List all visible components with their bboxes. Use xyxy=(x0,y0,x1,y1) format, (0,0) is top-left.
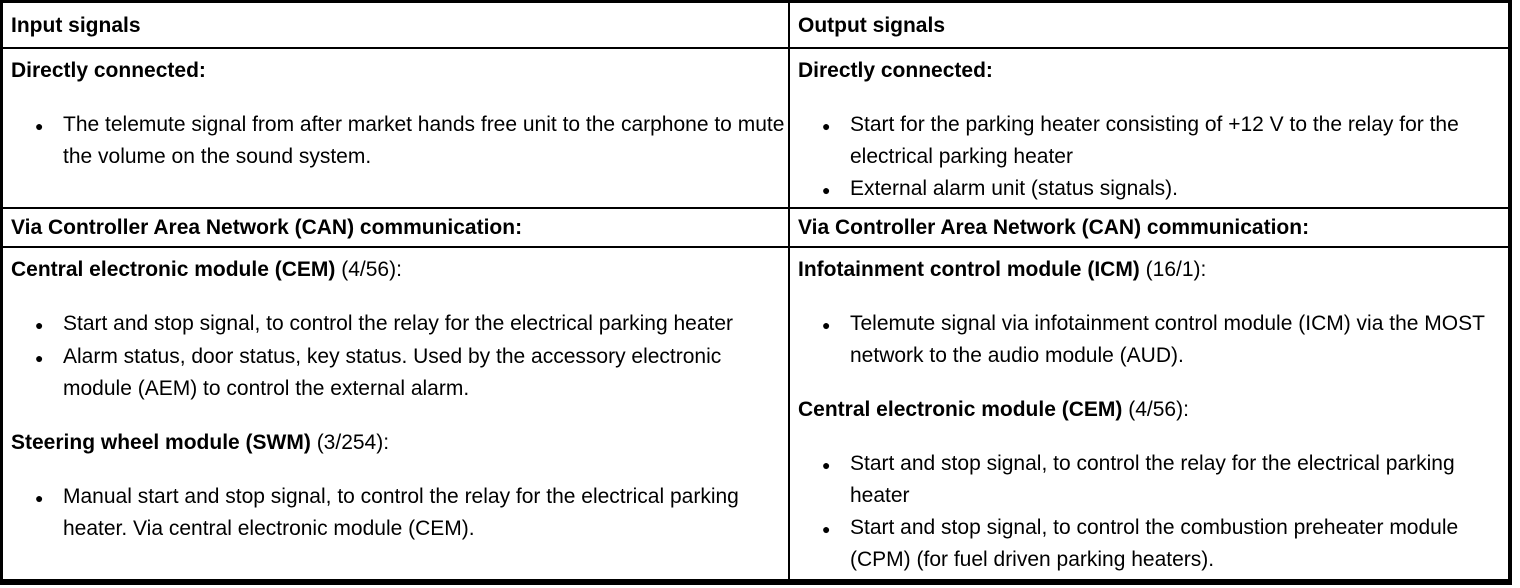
list-item: ● Manual start and stop signal, to contr… xyxy=(35,481,786,545)
input-directly-connected-list: ● The telemute signal from after market … xyxy=(11,109,786,173)
list-item: ● Start and stop signal, to control the … xyxy=(822,512,1506,576)
list-item: ● Start and stop signal, to control the … xyxy=(822,448,1506,512)
input-cem-list: ● Start and stop signal, to control the … xyxy=(11,308,786,405)
module-heading: Central electronic module (CEM) (4/56): xyxy=(798,394,1506,426)
bullet-icon: ● xyxy=(822,317,831,333)
input-signals-header: Input signals xyxy=(11,14,141,37)
module-name: Steering wheel module (SWM) xyxy=(11,431,311,454)
list-item: ● Telemute signal via infotainment contr… xyxy=(822,308,1506,372)
list-item-text: External alarm unit (status signals). xyxy=(850,177,1178,200)
output-signals-header-cell: Output signals xyxy=(790,3,1508,49)
list-item-text: Start and stop signal, to control the re… xyxy=(850,452,1455,507)
list-item: ● The telemute signal from after market … xyxy=(35,109,786,173)
input-directly-connected-title: Directly connected: xyxy=(11,59,206,82)
list-item-text: The telemute signal from after market ha… xyxy=(63,113,785,168)
bullet-icon: ● xyxy=(822,118,831,134)
input-can-header: Via Controller Area Network (CAN) commun… xyxy=(11,216,523,239)
module-heading: Infotainment control module (ICM) (16/1)… xyxy=(798,254,1506,286)
module-heading: Central electronic module (CEM) (4/56): xyxy=(11,254,786,286)
bullet-icon: ● xyxy=(35,490,44,506)
module-ref: (4/56): xyxy=(335,258,402,281)
module-ref: (4/56): xyxy=(1122,398,1189,421)
input-directly-connected-cell: Directly connected: ● The telemute signa… xyxy=(3,49,790,209)
input-can-details-cell: Central electronic module (CEM) (4/56): … xyxy=(3,248,790,579)
list-item: ● Start for the parking heater consistin… xyxy=(822,109,1506,173)
bullet-icon: ● xyxy=(822,457,831,473)
bullet-icon: ● xyxy=(35,317,44,333)
module-name: Infotainment control module (ICM) xyxy=(798,258,1140,281)
module-heading: Steering wheel module (SWM) (3/254): xyxy=(11,427,786,459)
output-cem-list: ● Start and stop signal, to control the … xyxy=(798,448,1506,576)
input-signals-header-cell: Input signals xyxy=(3,3,790,49)
output-can-header-cell: Via Controller Area Network (CAN) commun… xyxy=(790,209,1508,248)
list-item-text: Telemute signal via infotainment control… xyxy=(850,312,1485,367)
input-can-header-cell: Via Controller Area Network (CAN) commun… xyxy=(3,209,790,248)
module-name: Central electronic module (CEM) xyxy=(11,258,336,281)
bullet-icon: ● xyxy=(822,182,831,198)
module-ref: (3/254): xyxy=(310,431,390,454)
list-item: ● External alarm unit (status signals). xyxy=(822,173,1506,206)
bullet-icon: ● xyxy=(35,350,44,366)
output-can-header: Via Controller Area Network (CAN) commun… xyxy=(798,216,1310,239)
list-item-text: Alarm status, door status, key status. U… xyxy=(63,345,722,400)
bullet-icon: ● xyxy=(35,118,44,134)
output-can-details-cell: Infotainment control module (ICM) (16/1)… xyxy=(790,248,1508,579)
list-item: ● Start and stop signal, to control the … xyxy=(35,308,786,341)
output-icm-list: ● Telemute signal via infotainment contr… xyxy=(798,308,1506,372)
module-name: Central electronic module (CEM) xyxy=(798,398,1123,421)
output-signals-header: Output signals xyxy=(798,14,945,37)
list-item-text: Manual start and stop signal, to control… xyxy=(63,485,739,540)
output-directly-connected-cell: Directly connected: ● Start for the park… xyxy=(790,49,1508,209)
bullet-icon: ● xyxy=(822,521,831,537)
module-ref: (16/1): xyxy=(1139,258,1207,281)
list-item-text: Start and stop signal, to control the re… xyxy=(63,312,734,335)
list-item-text: Start for the parking heater consisting … xyxy=(850,113,1459,168)
output-directly-connected-list: ● Start for the parking heater consistin… xyxy=(798,109,1506,206)
list-item-text: Start and stop signal, to control the co… xyxy=(850,516,1459,571)
output-directly-connected-title: Directly connected: xyxy=(798,59,993,82)
list-item: ● Alarm status, door status, key status.… xyxy=(35,341,786,405)
input-swm-list: ● Manual start and stop signal, to contr… xyxy=(11,481,786,545)
